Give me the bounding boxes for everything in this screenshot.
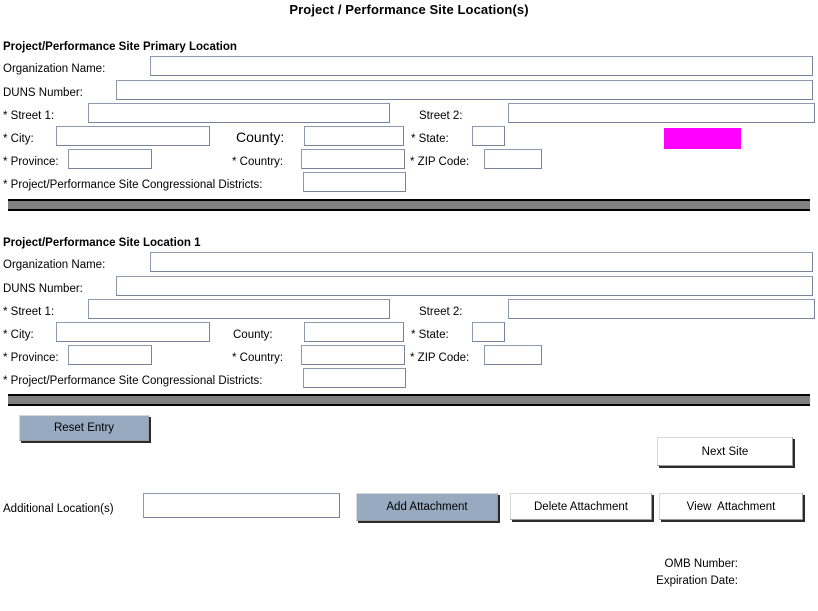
country-label-primary: * Country: — [232, 156, 284, 168]
country-input-primary[interactable] — [301, 149, 405, 169]
add-attachment-button[interactable]: Add Attachment — [356, 493, 498, 521]
section-heading-location-1: Project/Performance Site Location 1 — [3, 237, 201, 249]
duns-number-label-primary: DUNS Number: — [3, 87, 83, 99]
state-input-location-1[interactable] — [472, 322, 505, 342]
section-heading-primary: Project/Performance Site Primary Locatio… — [3, 41, 237, 53]
congressional-districts-input-primary[interactable] — [303, 172, 406, 192]
zip-code-label-primary: * ZIP Code: — [410, 156, 470, 168]
province-input-location-1[interactable] — [68, 345, 152, 365]
next-site-button[interactable]: Next Site — [657, 437, 793, 466]
province-label-location-1: * Province: — [3, 352, 59, 364]
state-input-primary[interactable] — [472, 126, 505, 146]
county-label-location-1: County: — [233, 329, 273, 341]
city-input-primary[interactable] — [56, 126, 210, 146]
street2-input-primary[interactable] — [508, 103, 815, 123]
reset-entry-button[interactable]: Reset Entry — [19, 415, 149, 441]
congressional-districts-label-primary: * Project/Performance Site Congressional… — [3, 179, 263, 191]
view-attachment-button[interactable]: View Attachment — [659, 493, 803, 520]
duns-number-input-location-1[interactable] — [116, 276, 813, 296]
state-highlight-block — [664, 128, 741, 149]
state-label-location-1: * State: — [411, 329, 449, 341]
organization-name-input-location-1[interactable] — [150, 252, 813, 272]
organization-name-label-location-1: Organization Name: — [3, 259, 106, 271]
street1-input-location-1[interactable] — [88, 299, 390, 319]
section-separator-2 — [8, 394, 810, 406]
street1-input-primary[interactable] — [88, 103, 390, 123]
city-label-location-1: * City: — [3, 329, 34, 341]
street1-label-primary: * Street 1: — [3, 110, 55, 122]
organization-name-input-primary[interactable] — [150, 56, 813, 76]
city-label-primary: * City: — [3, 133, 34, 145]
congressional-districts-label-location-1: * Project/Performance Site Congressional… — [3, 375, 263, 387]
section-separator-1 — [8, 199, 810, 211]
street2-input-location-1[interactable] — [508, 299, 815, 319]
expiration-date-label: Expiration Date: — [656, 575, 738, 587]
duns-number-input-primary[interactable] — [116, 80, 813, 100]
additional-locations-input[interactable] — [143, 493, 340, 518]
zip-code-input-primary[interactable] — [484, 149, 542, 169]
province-label-primary: * Province: — [3, 156, 59, 168]
additional-locations-label: Additional Location(s) — [3, 503, 114, 515]
organization-name-label-primary: Organization Name: — [3, 63, 106, 75]
city-input-location-1[interactable] — [56, 322, 210, 342]
county-label-primary: County: — [236, 129, 285, 145]
county-input-location-1[interactable] — [304, 322, 404, 342]
page-title: Project / Performance Site Location(s) — [289, 2, 529, 17]
country-label-location-1: * Country: — [232, 352, 284, 364]
state-label-primary: * State: — [411, 133, 449, 145]
street2-label-primary: Street 2: — [419, 110, 463, 122]
omb-number-label: OMB Number: — [664, 558, 739, 570]
street2-label-location-1: Street 2: — [419, 306, 463, 318]
congressional-districts-input-location-1[interactable] — [303, 368, 406, 388]
county-input-primary[interactable] — [304, 126, 404, 146]
province-input-primary[interactable] — [68, 149, 152, 169]
zip-code-input-location-1[interactable] — [484, 345, 542, 365]
street1-label-location-1: * Street 1: — [3, 306, 55, 318]
delete-attachment-button[interactable]: Delete Attachment — [510, 493, 652, 520]
zip-code-label-location-1: * ZIP Code: — [410, 352, 470, 364]
duns-number-label-location-1: DUNS Number: — [3, 283, 83, 295]
country-input-location-1[interactable] — [301, 345, 405, 365]
